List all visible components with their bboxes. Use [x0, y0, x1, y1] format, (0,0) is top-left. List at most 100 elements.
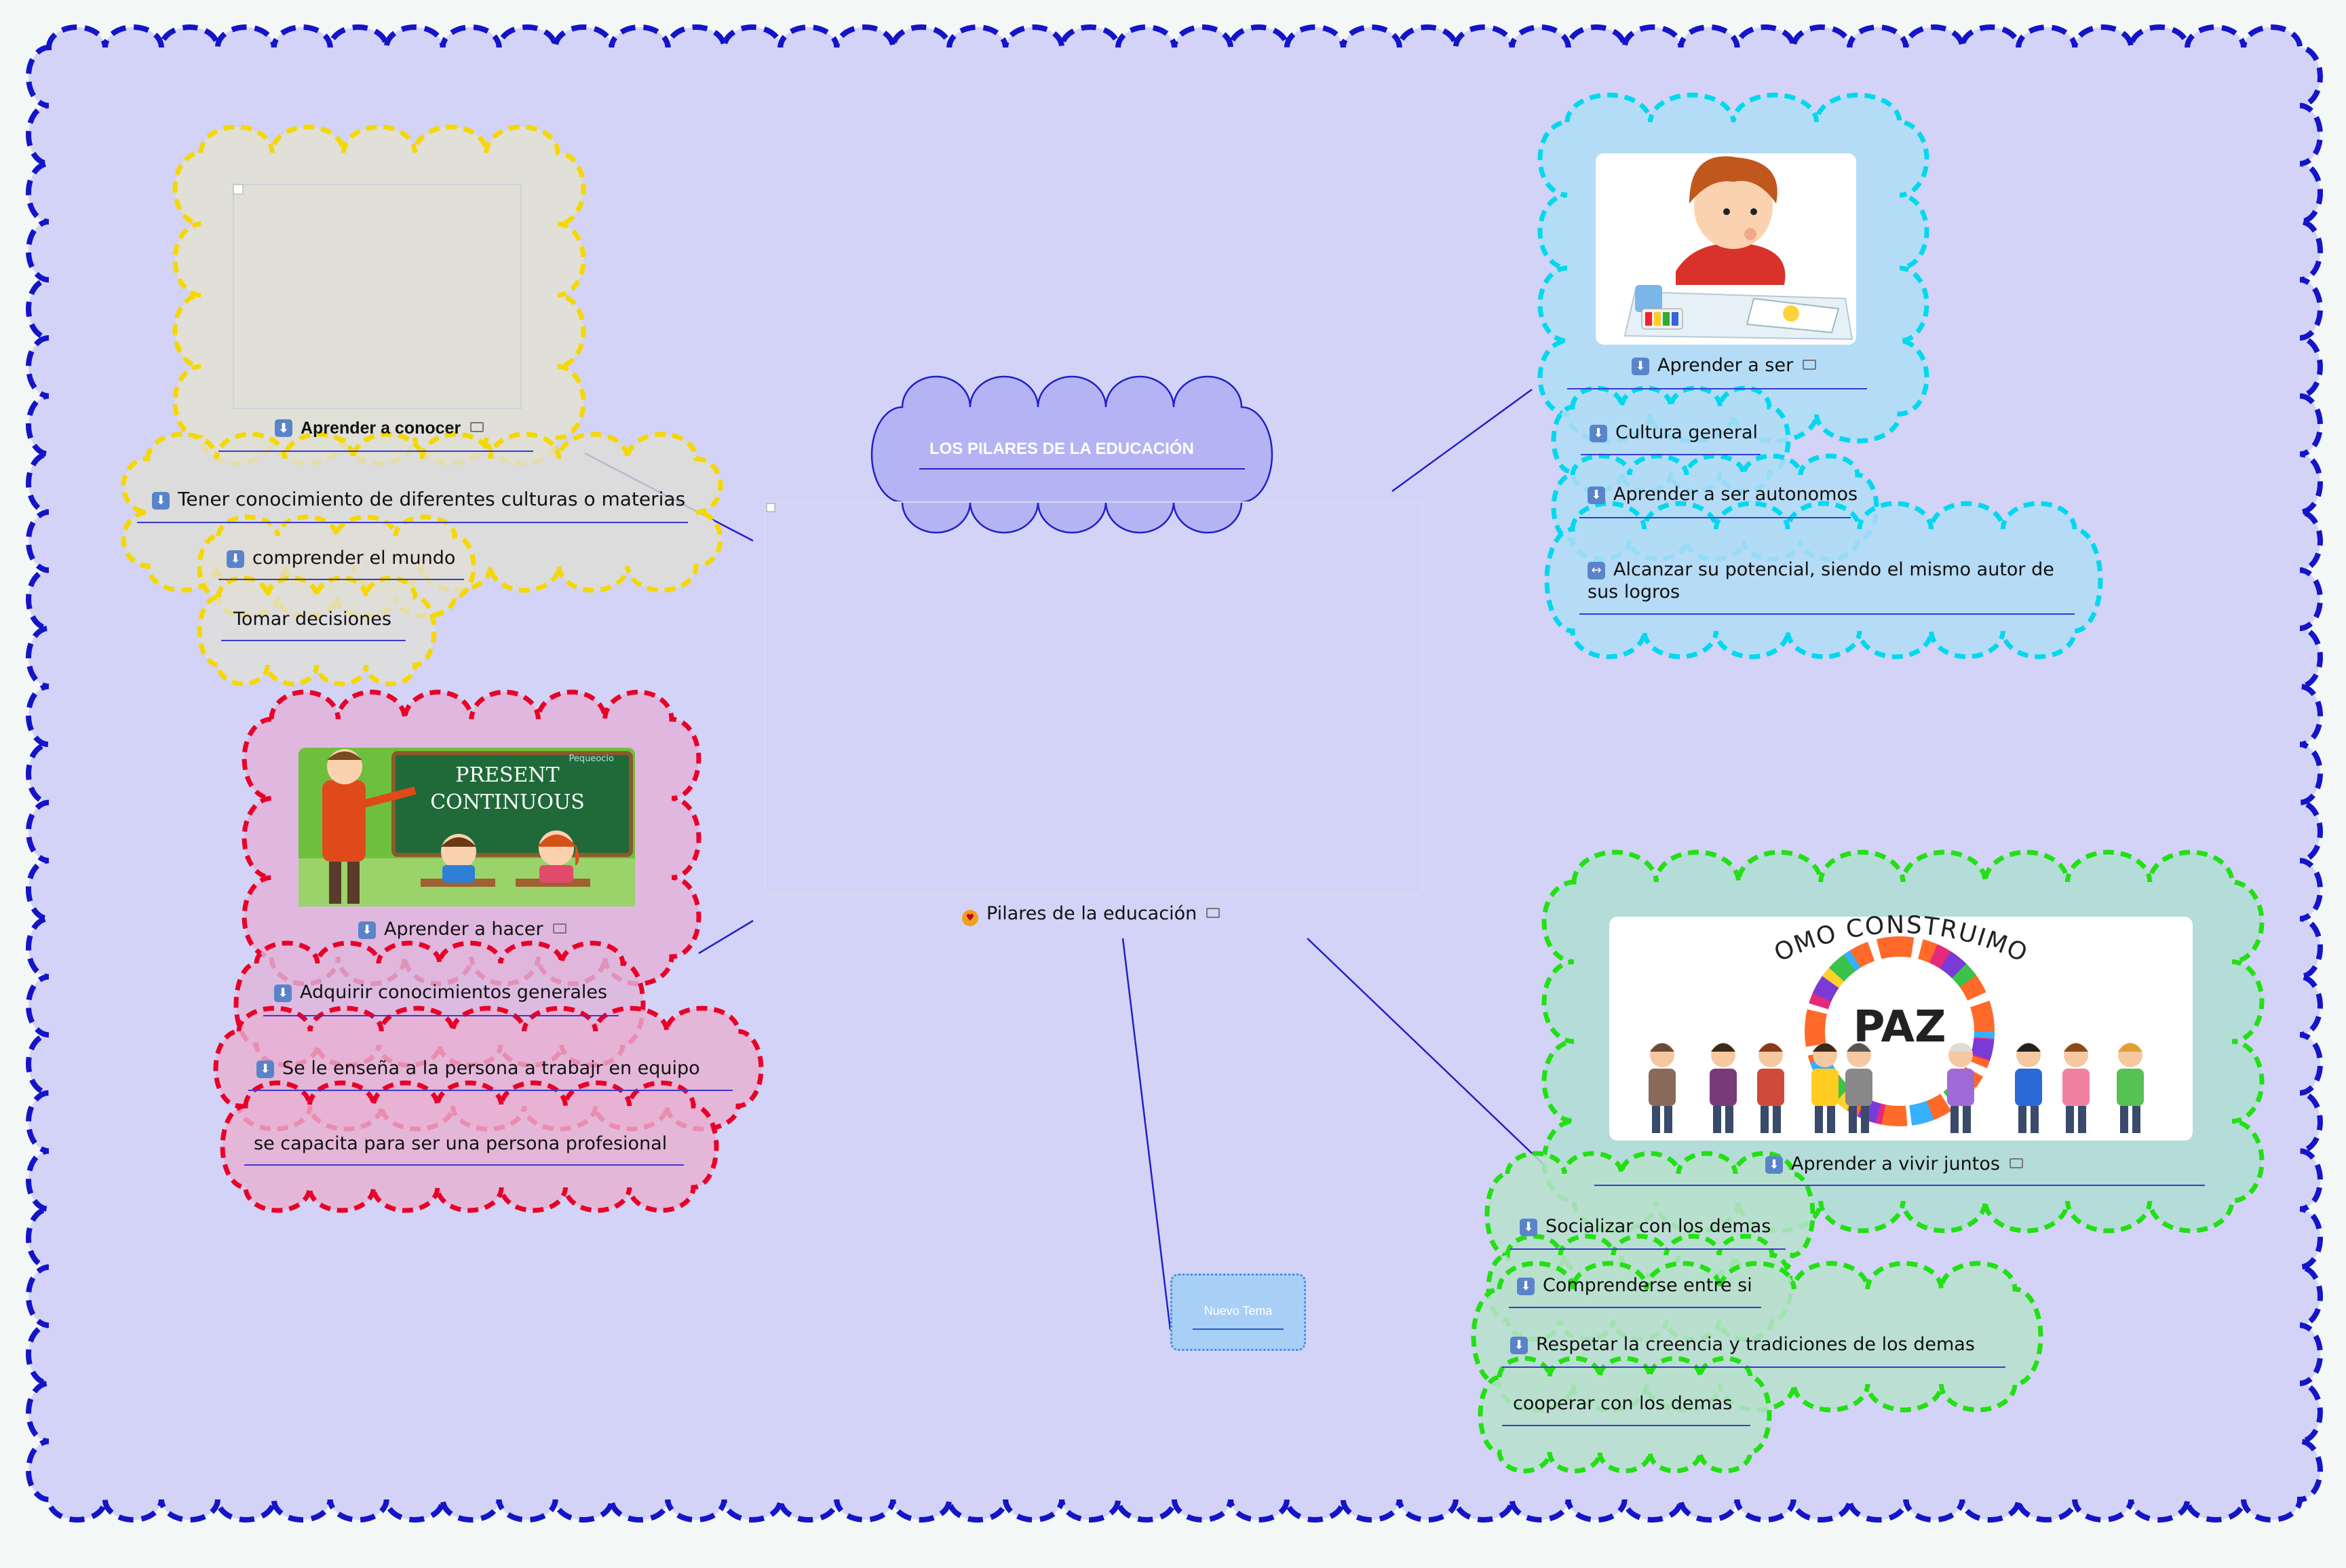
download-arrow-icon: ⬇ [1520, 1219, 1537, 1236]
ser-item-autonomos[interactable]: ⬇ Aprender a ser autonomos [1588, 484, 1858, 505]
person-figure [1845, 1043, 1872, 1133]
branch-ser-underline [1567, 388, 1867, 389]
hacer-item-profesional-underline [244, 1164, 684, 1166]
person-figure [1811, 1043, 1839, 1133]
person-figure [2117, 1043, 2144, 1133]
hacer-item-adquirir-label: Adquirir conocimientos generales [300, 982, 608, 1003]
hacer-item-profesional[interactable]: se capacita para ser una persona profesi… [254, 1133, 668, 1154]
branch-vivir-label: Aprender a vivir juntos [1791, 1153, 2000, 1174]
ser-item-potencial-underline [1579, 613, 2075, 615]
download-arrow-icon: ⬇ [152, 492, 170, 510]
hacer-cloud-profesional [220, 1080, 719, 1213]
branch-hacer-label: Aprender a hacer [384, 919, 543, 940]
connector-vivir [1307, 938, 1544, 1165]
download-arrow-icon: ⬇ [275, 419, 292, 437]
connector-nuevo-tema [1121, 938, 1172, 1331]
conocer-item-decisiones-label: Tomar decisiones [233, 609, 391, 630]
person-figure [1649, 1043, 1676, 1133]
connector-hacer [698, 919, 754, 955]
heart-eyes-emoji-icon: ♥ [962, 910, 978, 926]
download-arrow-icon: ⬇ [274, 984, 292, 1002]
vivir-item-cooperar-underline [1502, 1425, 1750, 1426]
branch-hacer[interactable]: ⬇Aprender a hacer [358, 919, 566, 940]
ser-image-boy-drawing [1596, 153, 1856, 345]
branch-conocer[interactable]: ⬇ Aprender a conocer [275, 419, 484, 438]
broken-image-icon [766, 503, 775, 512]
download-arrow-icon: ⬇ [1632, 358, 1649, 375]
hacer-item-equipo-underline [248, 1090, 733, 1091]
note-icon[interactable] [1206, 908, 1220, 918]
conocer-item-comprender-label: comprender el mundo [252, 548, 456, 569]
ser-item-cultura[interactable]: ⬇Cultura general [1590, 422, 1758, 443]
hacer-item-equipo[interactable]: ⬇ Se le enseña a la persona a trabajr en … [256, 1058, 700, 1079]
download-arrow-icon: ⬇ [1510, 1337, 1528, 1354]
person-figure [2015, 1043, 2042, 1133]
ser-item-potencial-line1: Alcanzar su potencial, siendo el mismo a… [1613, 559, 2054, 580]
branch-vivir[interactable]: ⬇ Aprender a vivir juntos [1765, 1153, 2023, 1174]
branch-conocer-underline [218, 451, 533, 452]
ser-item-autonomos-label: Aprender a ser autonomos [1613, 484, 1858, 505]
vivir-item-comprenderse-label: Comprenderse entre si [1543, 1275, 1752, 1296]
branch-ser-label: Aprender a ser [1657, 355, 1794, 376]
central-topic-label: Pilares de la educación [986, 903, 1197, 924]
vivir-cloud-cooperar [1478, 1356, 1772, 1474]
conocer-item-culturas[interactable]: ⬇ Tener conocimiento de diferentes cultur… [152, 488, 685, 510]
person-figure [1710, 1043, 1737, 1133]
ser-item-potencial[interactable]: ↔Alcanzar su potencial, siendo el mismo … [1588, 559, 2054, 580]
hacer-item-adquirir[interactable]: ⬇ Adquirir conocimientos generales [274, 982, 607, 1003]
vivir-item-respetar-underline [1502, 1366, 2005, 1368]
conocer-item-comprender-underline [218, 579, 464, 580]
vivir-item-respetar-label: Respetar la creencia y tradiciones de lo… [1536, 1334, 1975, 1355]
conocer-cloud-group [121, 124, 723, 687]
people-row [1649, 1043, 2144, 1133]
conocer-item-culturas-label: Tener conocimiento de diferentes cultura… [178, 488, 686, 510]
branch-ser[interactable]: ⬇ Aprender a ser [1632, 355, 1817, 376]
conocer-item-decisiones-underline [221, 640, 406, 641]
conocer-image-placeholder [233, 184, 522, 409]
new-topic-label: Nuevo Tema [1204, 1304, 1273, 1318]
conocer-item-comprender[interactable]: ⬇ comprender el mundo [227, 548, 455, 569]
central-topic[interactable]: ♥ Pilares de la educación [962, 903, 1220, 926]
pequeocio-logo-text: Pequeocio [569, 754, 614, 764]
vivir-item-cooperar[interactable]: cooperar con los demas [1513, 1393, 1733, 1414]
ser-item-cultura-underline [1581, 454, 1761, 455]
conocer-cloud-main [172, 124, 586, 466]
new-topic-node[interactable]: Nuevo Tema [1170, 1274, 1306, 1351]
connector-ser [1391, 388, 1533, 493]
ser-item-autonomos-underline [1579, 517, 1851, 518]
person-figure [1757, 1043, 1784, 1133]
download-arrow-icon: ⬇ [1765, 1156, 1783, 1174]
conocer-item-culturas-underline [137, 522, 688, 523]
note-icon[interactable] [470, 422, 484, 432]
central-image-placeholder [765, 501, 1423, 895]
vivir-item-socializar-underline [1510, 1248, 1786, 1250]
download-arrow-icon: ⬇ [227, 550, 244, 568]
ser-item-potencial-line2: sus logros [1588, 581, 1680, 603]
new-topic-underline [1193, 1328, 1284, 1330]
download-arrow-icon: ⬇ [1517, 1278, 1535, 1295]
person-figure [2062, 1043, 2090, 1133]
download-arrow-icon: ⬇ [256, 1060, 274, 1078]
map-title[interactable]: LOS PILARES DE LA EDUCACIÓN [929, 440, 1194, 458]
title-underline [919, 468, 1245, 470]
branch-conocer-label: Aprender a conocer [301, 419, 461, 438]
note-icon[interactable] [2009, 1158, 2023, 1168]
note-icon[interactable] [552, 923, 566, 934]
vivir-item-comprenderse-underline [1509, 1307, 1761, 1308]
peace-wreath [1805, 936, 1995, 1126]
vivir-item-respetar[interactable]: ⬇ Respetar la creencia y tradiciones de l… [1510, 1334, 1975, 1355]
vivir-item-socializar[interactable]: ⬇Socializar con los demas [1520, 1216, 1771, 1237]
continuous-text: CONTINUOUS [430, 790, 585, 814]
ser-cloud-potencial [1544, 501, 2103, 659]
conocer-item-decisiones[interactable]: Tomar decisiones [233, 609, 391, 630]
ser-item-cultura-label: Cultura general [1615, 422, 1758, 443]
person-figure [1947, 1043, 1974, 1133]
note-icon[interactable] [1803, 360, 1817, 370]
hacer-item-equipo-label: Se le enseña a la persona a trabajr en e… [282, 1058, 700, 1079]
present-text: PRESENT [455, 763, 559, 787]
vivir-item-comprenderse[interactable]: ⬇ Comprenderse entre si [1517, 1275, 1752, 1296]
hacer-image-present-continuous: PRESENT CONTINUOUS Pequeocio [299, 748, 635, 906]
download-arrow-icon: ⬇ [1588, 486, 1605, 504]
conocer-broken-image-icon [233, 184, 244, 195]
